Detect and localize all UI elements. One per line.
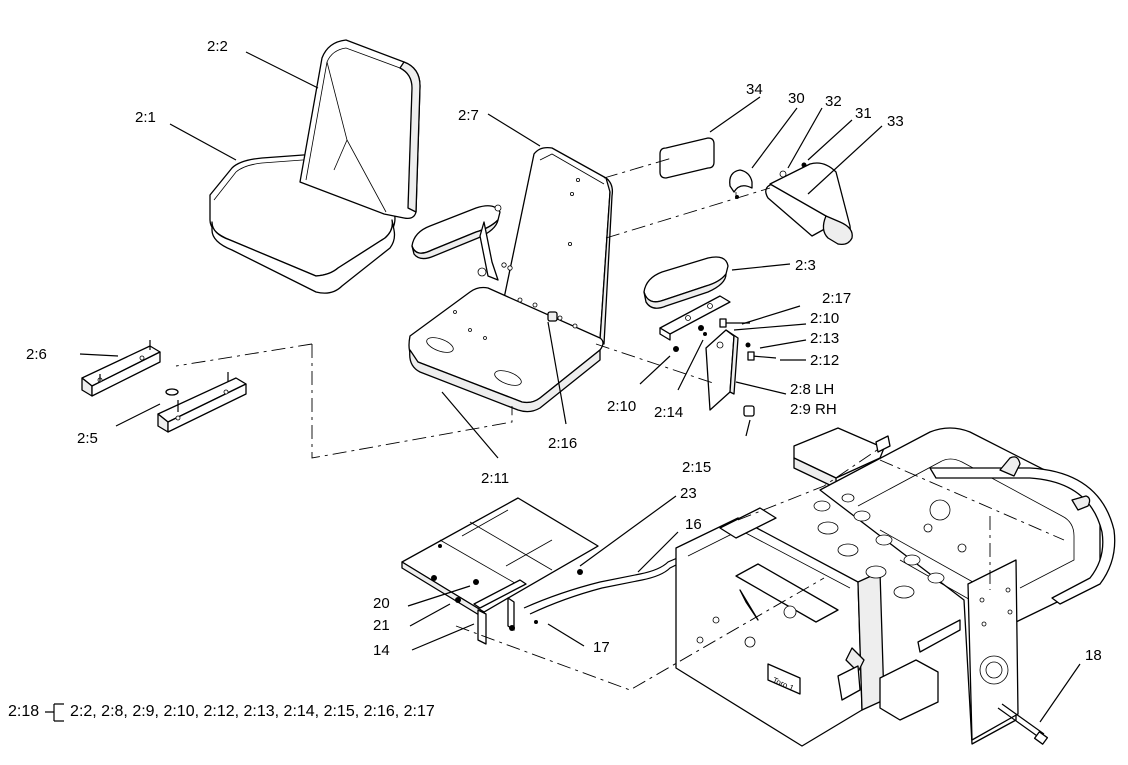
callout-34: 34 <box>746 81 763 98</box>
callout-32: 32 <box>825 93 842 110</box>
bracket-connector <box>44 702 66 722</box>
callout-2-12: 2:12 <box>810 352 839 369</box>
callout-2-17: 2:17 <box>822 290 851 307</box>
callout-33: 33 <box>887 113 904 130</box>
callout-2-10-right: 2:10 <box>810 310 839 327</box>
callout-2-2: 2:2 <box>207 38 228 55</box>
callout-2-3: 2:3 <box>795 257 816 274</box>
callout-2-6: 2:6 <box>26 346 47 363</box>
callout-31: 31 <box>855 105 872 122</box>
callout-16: 16 <box>685 516 702 533</box>
callout-14: 14 <box>373 642 390 659</box>
callout-2-7: 2:7 <box>458 107 479 124</box>
callout-2-9: 2:9 RH <box>790 401 837 418</box>
leader-lines <box>79 51 1081 723</box>
kit-child-numbers: 2:2, 2:8, 2:9, 2:10, 2:12, 2:13, 2:14, 2… <box>70 703 435 721</box>
callout-2-5: 2:5 <box>77 430 98 447</box>
callout-2-13: 2:13 <box>810 330 839 347</box>
seat-mount-plate <box>401 497 683 645</box>
assembly-lines <box>175 157 1065 691</box>
handle-assembly <box>659 137 853 246</box>
slide-rails <box>81 340 247 433</box>
callout-2-15: 2:15 <box>682 459 711 476</box>
kit-contents-note: 2:18 2:2, 2:8, 2:9, 2:10, 2:12, 2:13, 2:… <box>8 702 435 722</box>
callout-2-16: 2:16 <box>548 435 577 452</box>
callout-2-8: 2:8 LH <box>790 381 834 398</box>
callout-21: 21 <box>373 617 390 634</box>
callout-30: 30 <box>788 90 805 107</box>
callout-2-14: 2:14 <box>654 404 683 421</box>
callout-23: 23 <box>680 485 697 502</box>
callout-2-10-left: 2:10 <box>607 398 636 415</box>
callout-2-11: 2:11 <box>481 470 509 487</box>
seat-frame <box>408 146 614 413</box>
arm-bracket <box>659 295 777 417</box>
callout-18: 18 <box>1085 647 1102 664</box>
callout-2-1: 2:1 <box>135 109 156 126</box>
callout-17: 17 <box>593 639 610 656</box>
chassis-frame: Toro 1 <box>675 427 1116 747</box>
seat-back <box>299 39 421 220</box>
armrest-right <box>643 256 729 309</box>
kit-parent-number: 2:18 <box>8 703 40 721</box>
callout-labels: 2:2 2:1 2:7 34 30 32 31 33 2:3 2:17 2:10… <box>26 38 1102 664</box>
callout-20: 20 <box>373 595 390 612</box>
